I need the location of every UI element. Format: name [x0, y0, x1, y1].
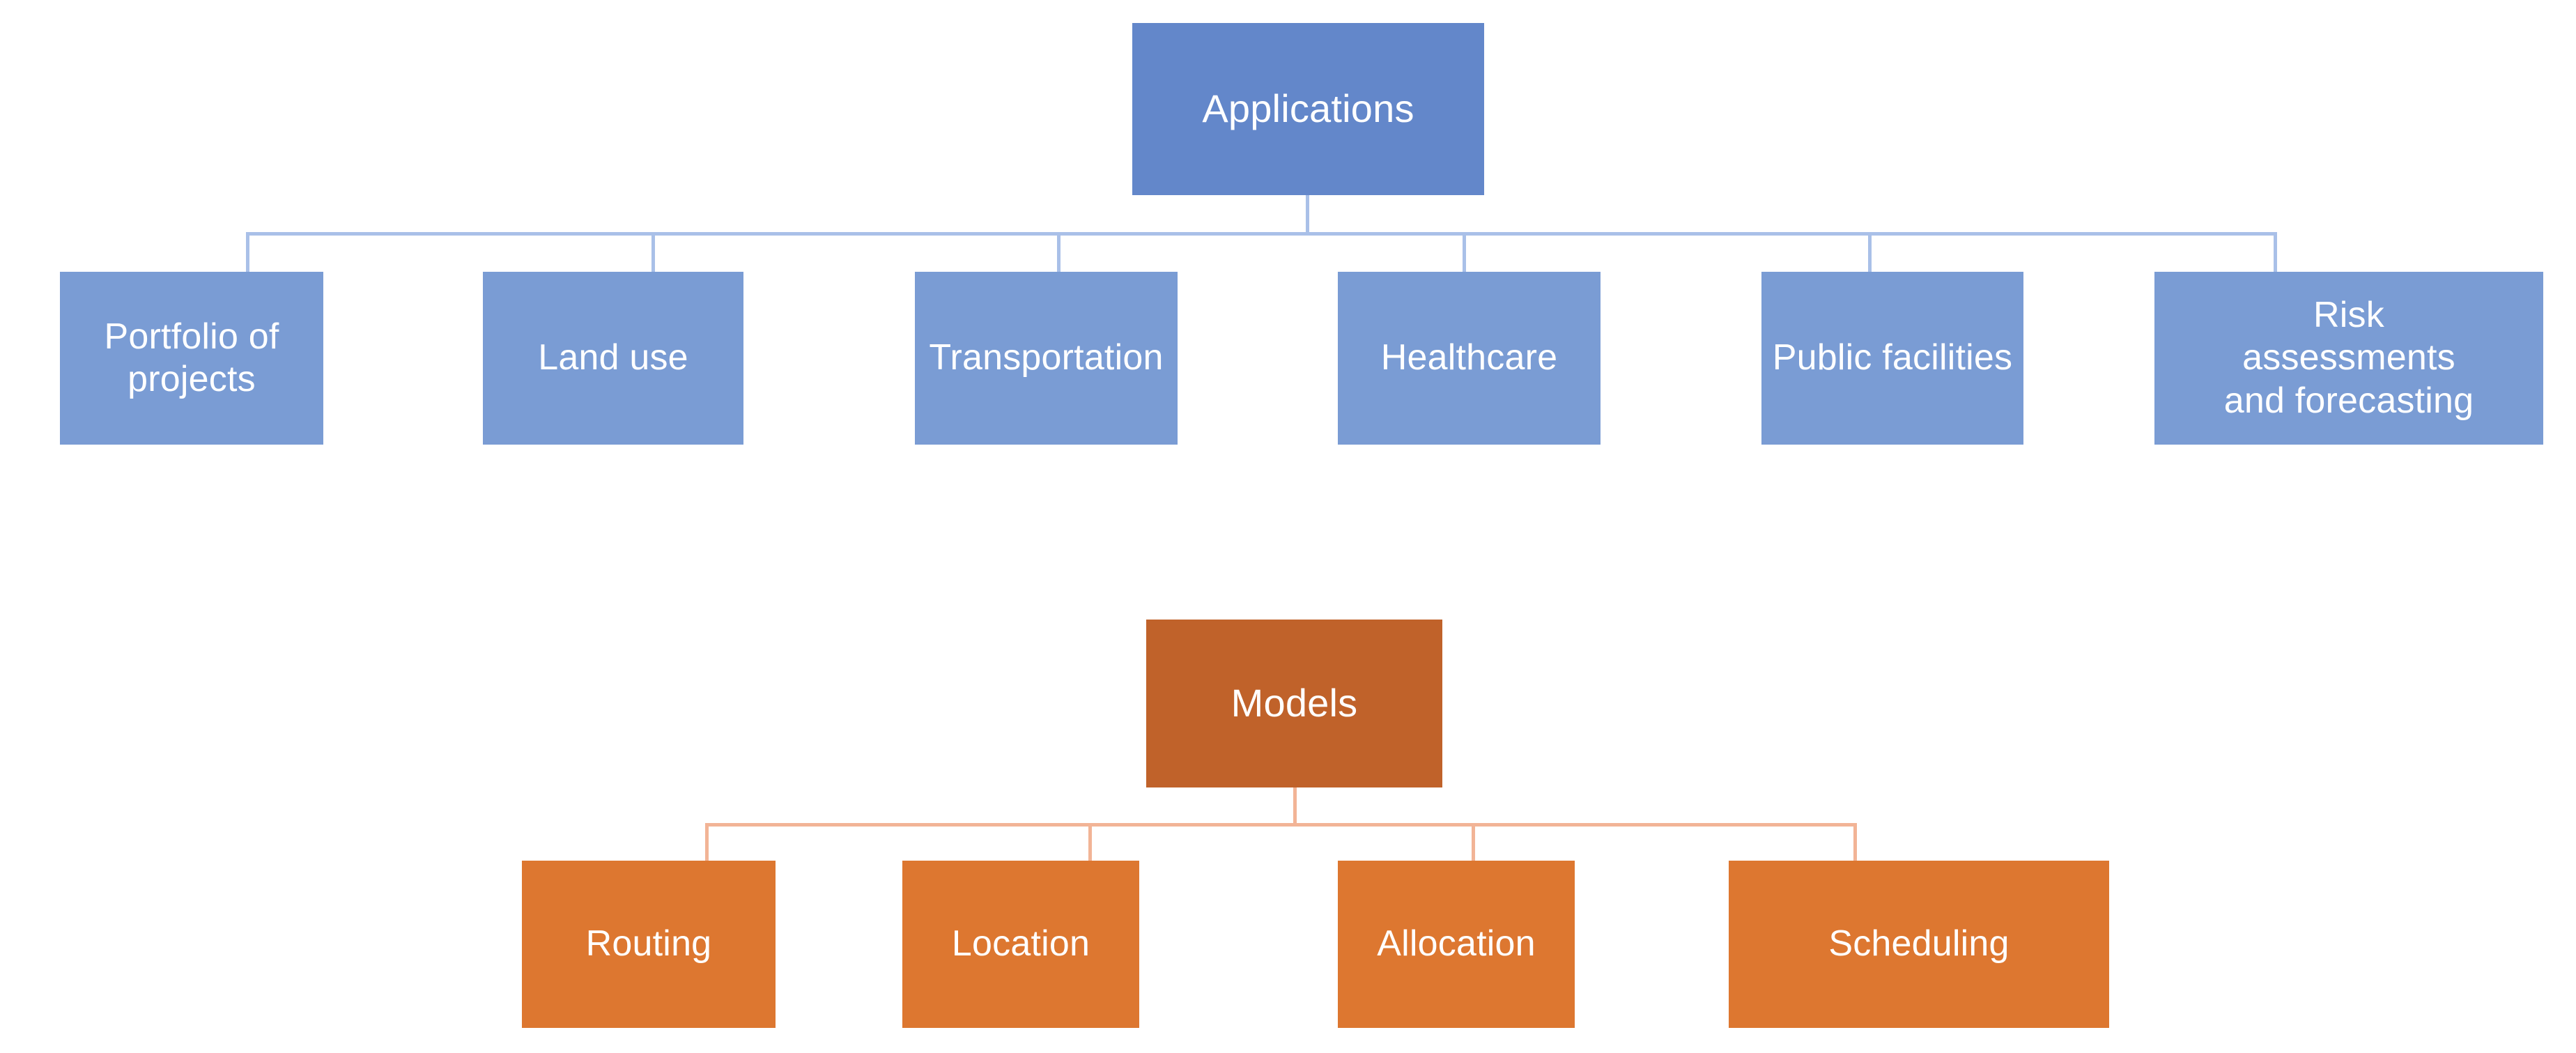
connector-drop-location [1088, 823, 1092, 861]
connector-applications-bus [247, 232, 2276, 236]
node-healthcare[interactable]: Healthcare [1338, 272, 1601, 445]
node-routing[interactable]: Routing [522, 861, 776, 1028]
node-land-use[interactable]: Land use [483, 272, 743, 445]
node-allocation[interactable]: Allocation [1338, 861, 1575, 1028]
connector-drop-transportation [1057, 232, 1061, 272]
node-portfolio-of-projects[interactable]: Portfolio of projects [60, 272, 323, 445]
connector-drop-routing [705, 823, 709, 861]
node-models-label: Models [1231, 681, 1358, 725]
node-routing-label: Routing [585, 923, 712, 964]
node-transportation-label: Transportation [929, 337, 1164, 378]
node-risk-assessments-and-forecasting-label: Risk assessments and forecasting [2223, 294, 2474, 421]
connector-models-stem [1293, 787, 1297, 824]
node-risk-assessments-and-forecasting[interactable]: Risk assessments and forecasting [2154, 272, 2543, 445]
connector-applications-stem [1306, 195, 1309, 234]
connector-drop-healthcare [1463, 232, 1466, 272]
connector-drop-land-use [651, 232, 655, 272]
node-scheduling-label: Scheduling [1828, 923, 2010, 964]
connector-drop-allocation [1472, 823, 1475, 861]
node-public-facilities[interactable]: Public facilities [1761, 272, 2023, 445]
node-portfolio-of-projects-label: Portfolio of projects [104, 316, 279, 399]
node-public-facilities-label: Public facilities [1772, 337, 2013, 378]
node-location-label: Location [951, 923, 1090, 964]
node-healthcare-label: Healthcare [1380, 337, 1558, 378]
connector-drop-scheduling [1853, 823, 1857, 861]
node-applications-label: Applications [1202, 86, 1414, 131]
node-applications[interactable]: Applications [1132, 23, 1484, 195]
node-scheduling[interactable]: Scheduling [1729, 861, 2109, 1028]
node-land-use-label: Land use [538, 337, 688, 378]
connector-drop-portfolio [246, 232, 249, 272]
connector-models-bus [707, 823, 1856, 827]
node-allocation-label: Allocation [1377, 923, 1536, 964]
node-transportation[interactable]: Transportation [915, 272, 1178, 445]
node-models[interactable]: Models [1146, 620, 1442, 787]
connector-drop-risk [2274, 232, 2277, 272]
connector-drop-public-facilities [1868, 232, 1872, 272]
node-location[interactable]: Location [902, 861, 1139, 1028]
